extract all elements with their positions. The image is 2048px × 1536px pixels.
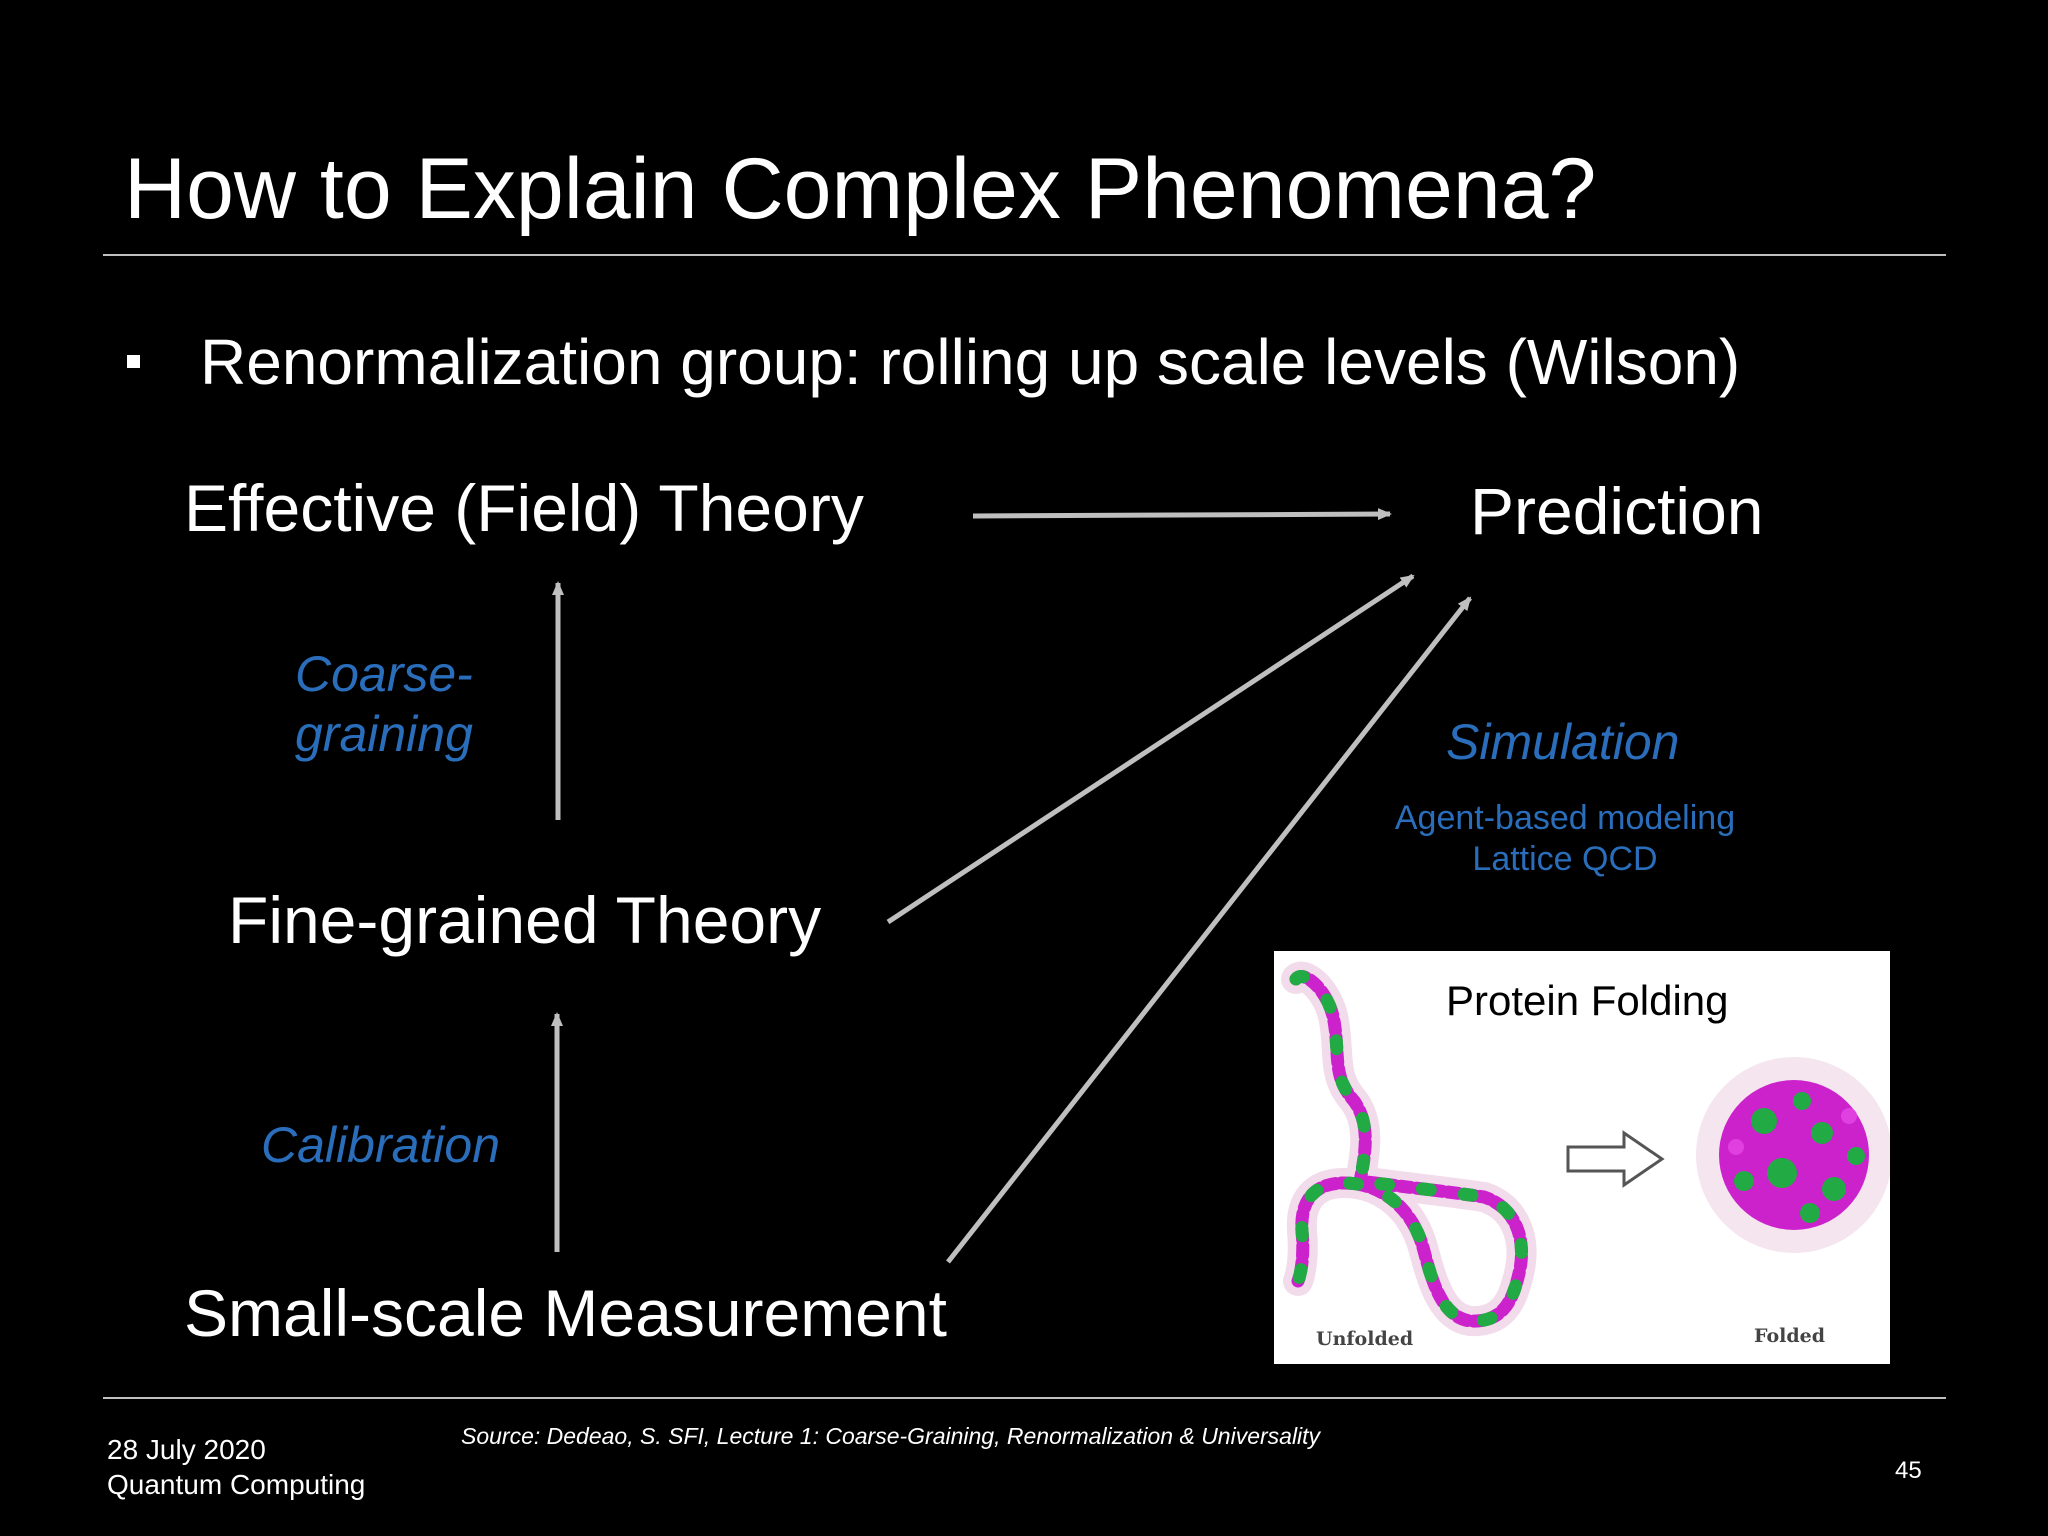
node-effective-theory: Effective (Field) Theory [184,470,864,546]
caption-unfolded: Unfolded [1316,1328,1413,1350]
simulation-examples: Agent-based modeling Lattice QCD [1370,798,1760,880]
node-prediction: Prediction [1470,473,1764,549]
label-coarse-graining-line2: graining [295,704,473,764]
unfolded-protein-chain [1296,977,1522,1322]
footer-info: 28 July 2020 Quantum Computing [107,1432,365,1502]
figure-title: Protein Folding [1446,977,1729,1025]
source-citation: Source: Dedeao, S. SFI, Lecture 1: Coars… [461,1423,1320,1450]
simulation-example-agent-based: Agent-based modeling [1370,798,1760,839]
footer-divider [103,1397,1946,1399]
arrow-effective-to-prediction [973,514,1390,516]
folded-protein-globule [1696,1057,1890,1253]
simulation-example-lattice-qcd: Lattice QCD [1370,839,1760,880]
node-small-scale-measurement: Small-scale Measurement [184,1275,947,1351]
label-calibration: Calibration [261,1115,500,1175]
label-coarse-graining-line1: Coarse- [295,644,473,704]
node-fine-grained-theory: Fine-grained Theory [228,882,821,958]
label-simulation: Simulation [1446,712,1679,772]
footer-course: Quantum Computing [107,1467,365,1502]
label-coarse-graining: Coarse- graining [295,644,473,764]
caption-folded: Folded [1754,1325,1825,1347]
page-number: 45 [1895,1457,1922,1485]
arrow-fine-to-prediction [888,576,1413,922]
protein-folding-figure: Protein Folding Unfolded Folded [1274,951,1890,1364]
footer-date: 28 July 2020 [107,1432,365,1467]
folding-arrow [1568,1133,1662,1185]
